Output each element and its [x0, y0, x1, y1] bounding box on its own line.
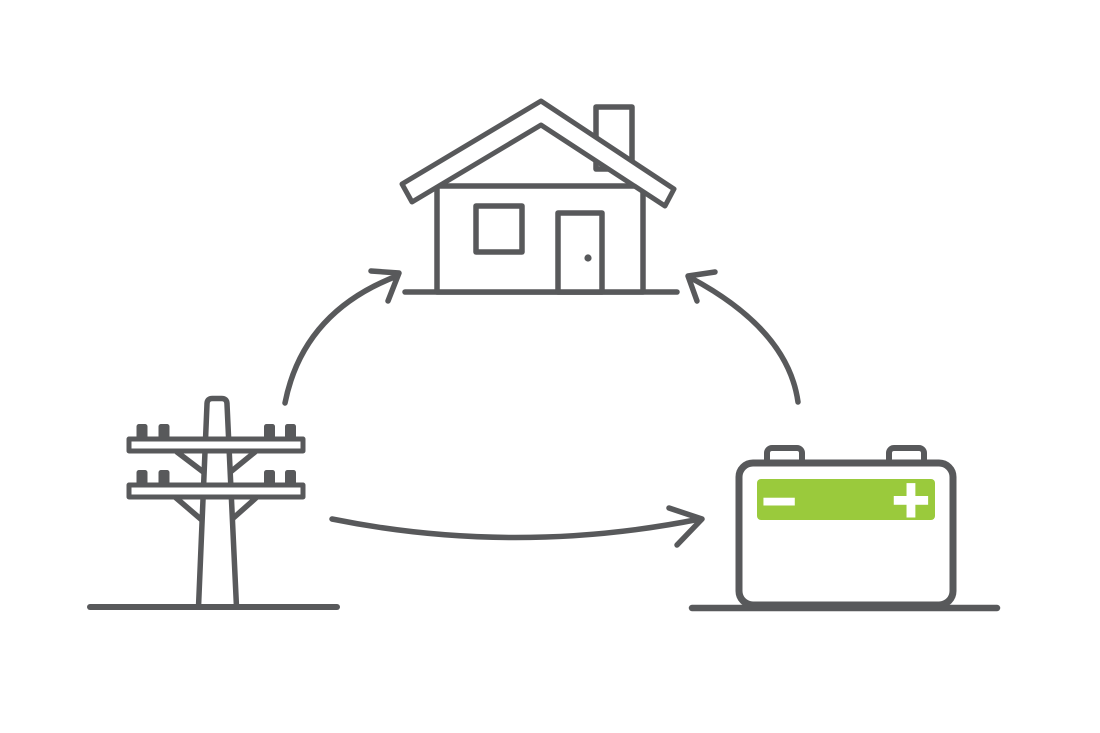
- arrow-shaft: [329, 516, 703, 541]
- arrow-shaft: [282, 273, 400, 406]
- arrowhead: [368, 268, 402, 304]
- pole-brace: [172, 494, 206, 524]
- utility-pole-icon: [87, 395, 340, 610]
- arrow-battery-to-house: [685, 269, 801, 405]
- crossarm-top: [126, 436, 306, 454]
- crossarm-bottom: [126, 482, 306, 500]
- arrow-pole-to-battery: [329, 505, 705, 548]
- pole-brace: [174, 449, 209, 477]
- minus-symbol: −: [760, 473, 799, 527]
- arrow-pole-to-house: [282, 268, 402, 406]
- door-knob: [584, 254, 592, 262]
- arrowhead: [685, 269, 718, 304]
- house-icon: [399, 98, 680, 295]
- arrowhead: [666, 505, 705, 548]
- arrow-shaft: [688, 275, 801, 405]
- roof: [399, 98, 677, 209]
- plus-symbol: +: [890, 470, 932, 528]
- house-door: [555, 210, 605, 295]
- house-window: [473, 203, 525, 255]
- house-body: [434, 183, 646, 295]
- pole-mast: [195, 395, 240, 610]
- battery-polarity-band: [757, 479, 935, 520]
- battery-icon: − +: [688, 445, 1001, 612]
